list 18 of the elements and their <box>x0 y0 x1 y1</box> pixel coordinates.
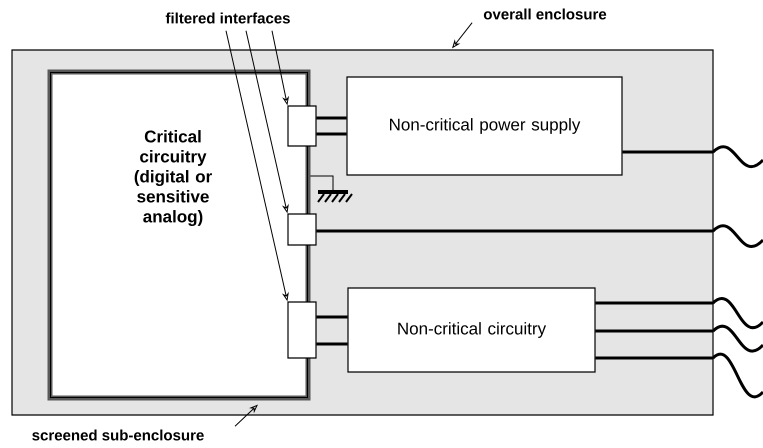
sub-enclosure-box: Critical circuitry (digital or sensitive analog) <box>48 70 310 400</box>
callout-label: screened sub-enclosure <box>32 430 204 440</box>
wire <box>316 132 346 136</box>
circuit-box: Non-critical circuitry <box>347 287 596 373</box>
wire <box>596 330 714 332</box>
circuit-box: Non-critical power supply <box>346 76 623 176</box>
callout-label: filtered interfaces <box>166 12 290 24</box>
filter-box <box>287 105 317 147</box>
wire <box>596 356 714 360</box>
filter-box <box>287 301 317 359</box>
callout-label: overall enclosure <box>484 8 606 20</box>
wire <box>316 230 714 232</box>
wire <box>316 116 346 120</box>
wire <box>316 342 348 346</box>
filter-box <box>287 213 317 246</box>
wire <box>316 316 348 318</box>
wire <box>622 150 714 154</box>
wire <box>596 302 714 304</box>
